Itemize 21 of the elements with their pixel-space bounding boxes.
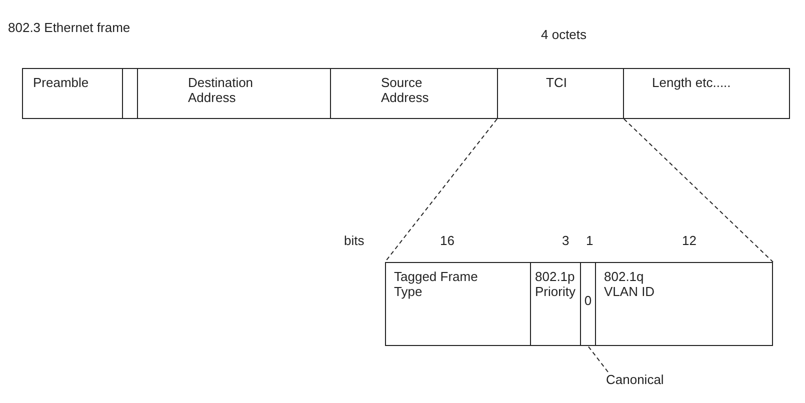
field-cell: Length etc..... [623, 68, 790, 119]
expansion-line [624, 118, 774, 262]
bit-count: 16 [440, 233, 454, 248]
field-cell [122, 68, 138, 119]
field-cell: 0 [580, 262, 596, 346]
field-cell: Preamble [22, 68, 123, 119]
diagram-title: 802.3 Ethernet frame [8, 20, 130, 35]
field-cell: Source Address [330, 68, 498, 119]
bit-count: 1 [586, 233, 594, 248]
bit-count: 3 [562, 233, 570, 248]
bit-count: 12 [682, 233, 696, 248]
size-label: 4 octets [541, 27, 587, 42]
field-cell: 802.1q VLAN ID [595, 262, 773, 346]
expansion-line [588, 346, 608, 372]
expansion-line [384, 118, 498, 262]
field-cell: TCI [497, 68, 624, 119]
bits-label: bits [344, 233, 364, 248]
field-cell: Destination Address [137, 68, 331, 119]
field-cell: Tagged Frame Type [385, 262, 531, 346]
field-cell: 802.1p Priority [530, 262, 581, 346]
canonical-label: Canonical [606, 372, 664, 387]
